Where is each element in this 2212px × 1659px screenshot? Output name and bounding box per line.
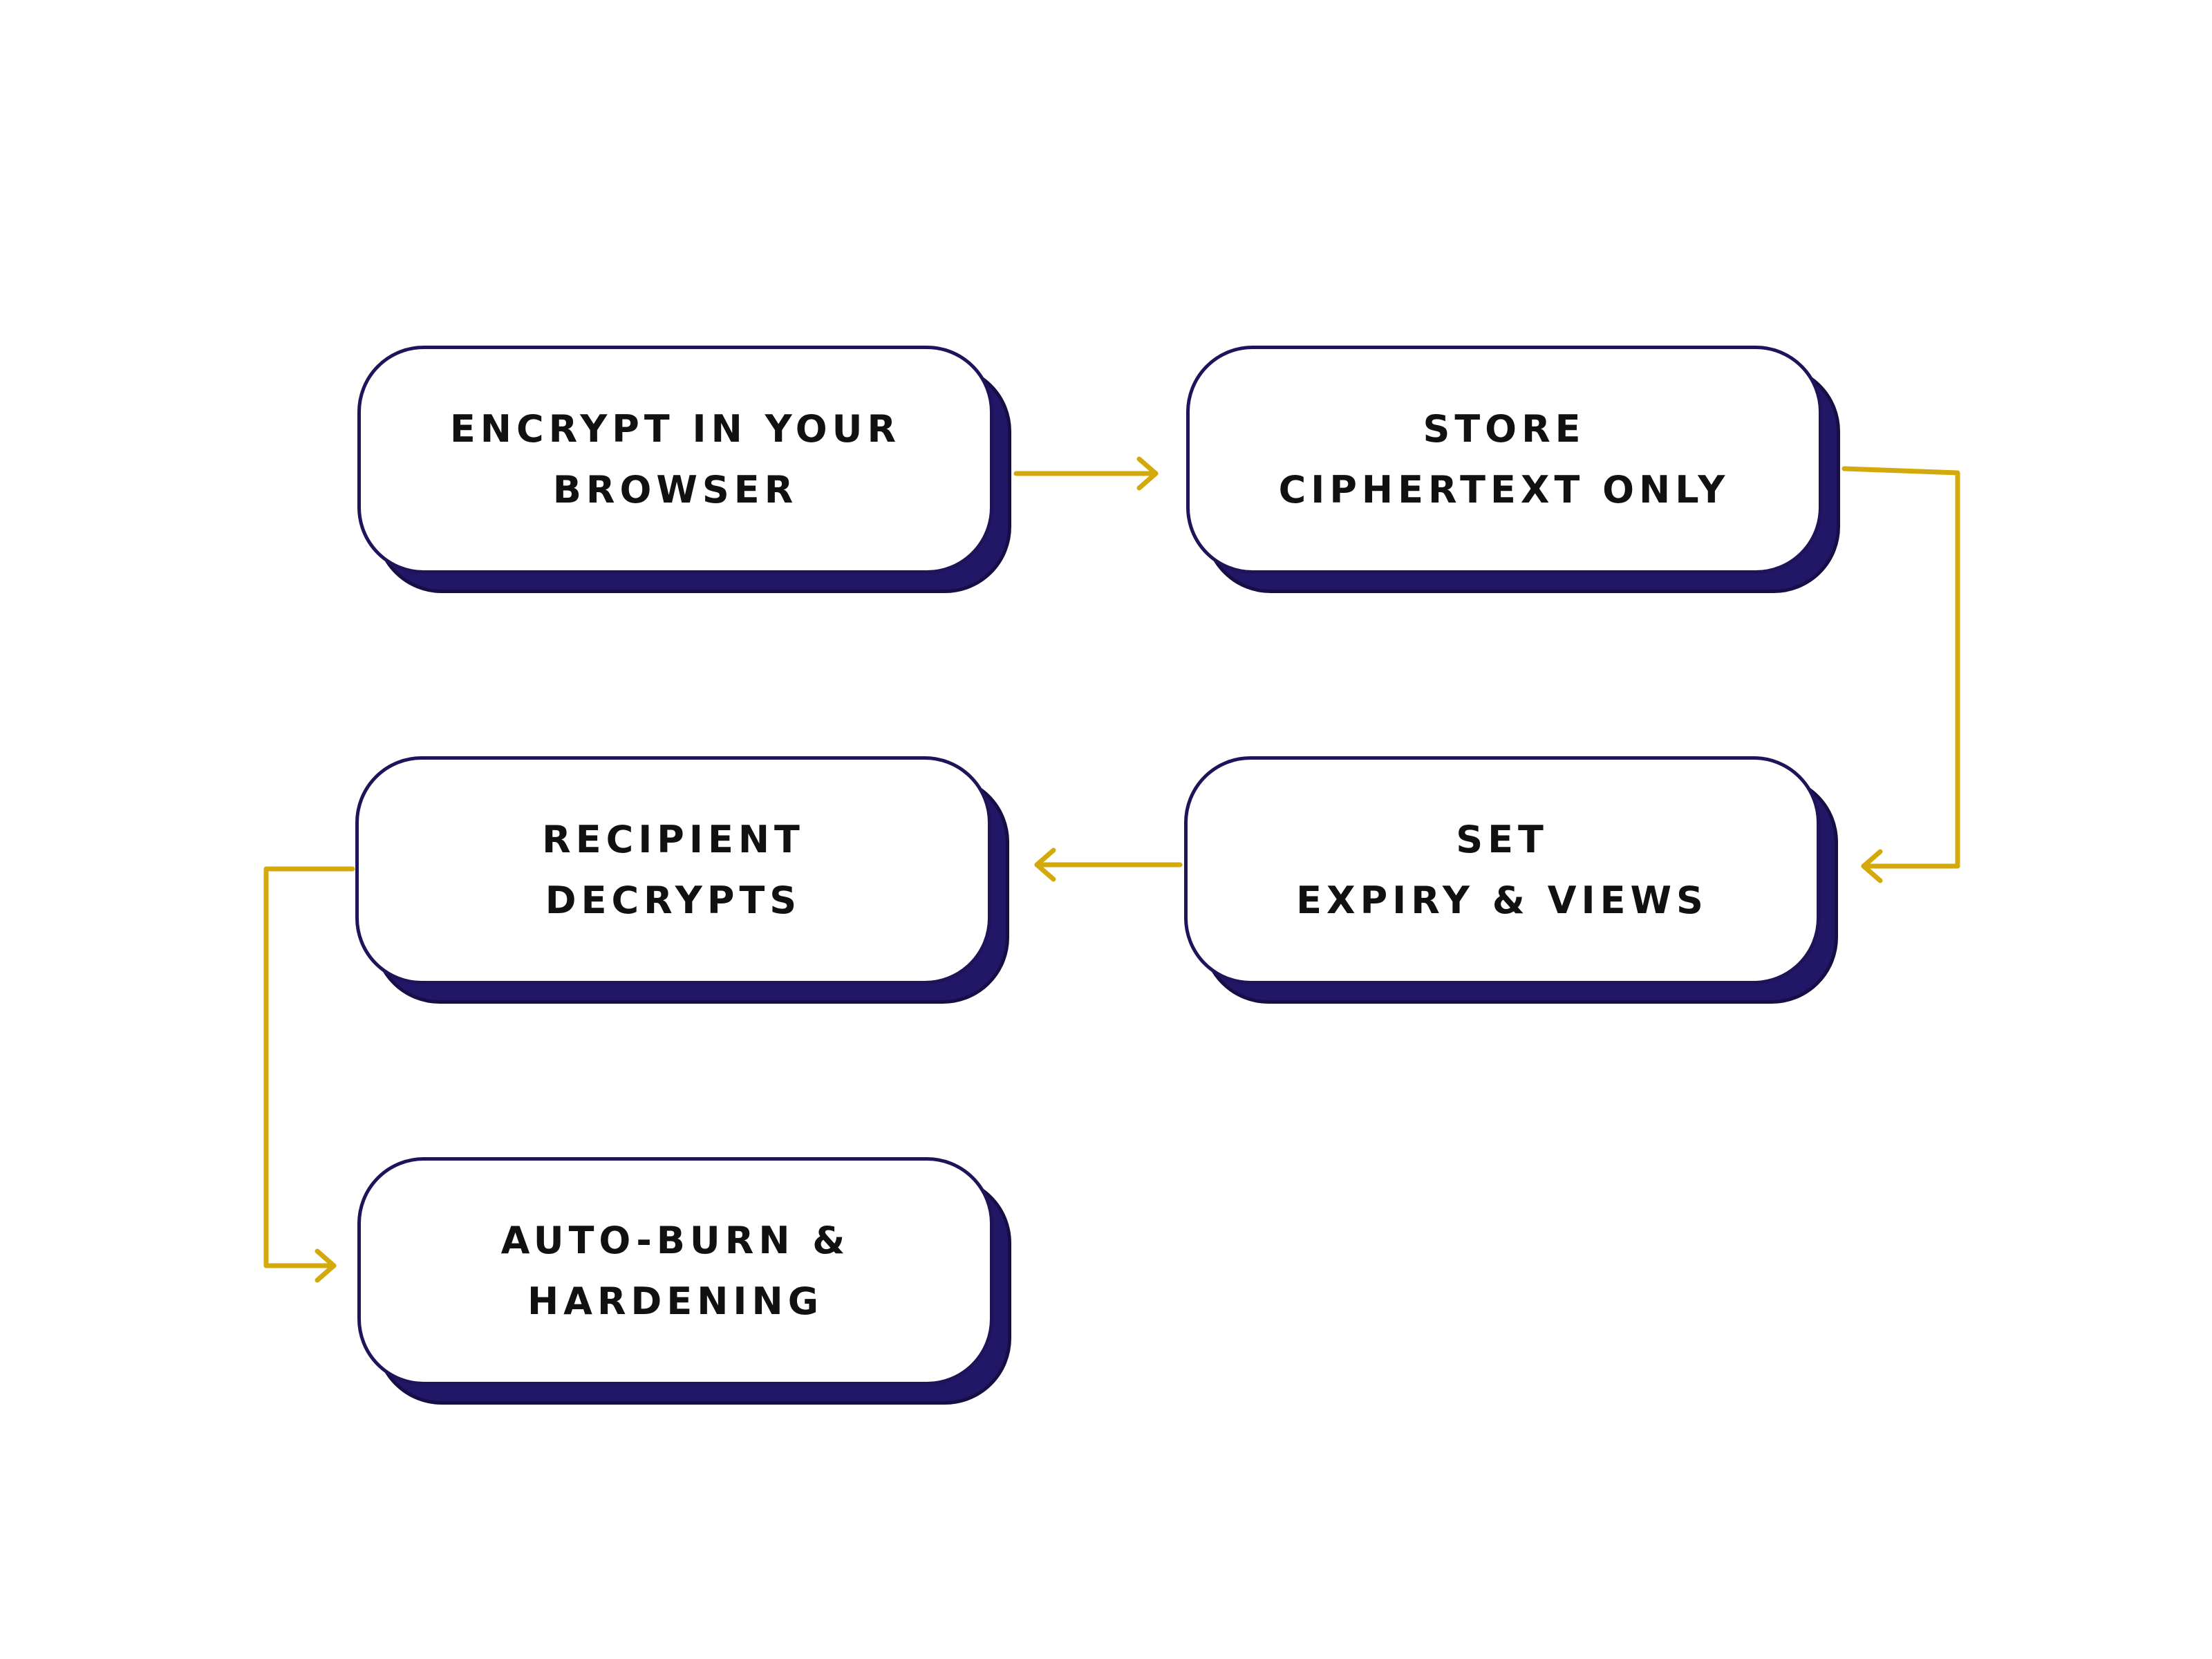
- step-box: AUTO-BURN & HARDENING: [357, 1157, 993, 1385]
- step-label-line: DECRYPTS: [545, 879, 802, 922]
- step-burn: AUTO-BURN & HARDENING: [357, 1157, 1011, 1405]
- arrow-decrypt-to-burn: [263, 866, 355, 1283]
- arrowhead-icon: [1136, 456, 1159, 491]
- step-label-line: AUTO-BURN &: [500, 1219, 850, 1262]
- arrow-store-to-expiry: [1841, 466, 1960, 883]
- step-store: STORE CIPHERTEXT ONLY: [1186, 346, 1840, 593]
- step-encrypt: ENCRYPT IN YOUR BROWSER: [357, 346, 1011, 593]
- step-box: RECIPIENT DECRYPTS: [355, 756, 991, 984]
- step-label-line: EXPIRY & VIEWS: [1296, 879, 1708, 922]
- arrowhead-icon: [1034, 847, 1056, 882]
- step-box: SET EXPIRY & VIEWS: [1184, 756, 1820, 984]
- step-label-line: CIPHERTEXT ONLY: [1278, 468, 1730, 512]
- step-label-line: STORE: [1423, 407, 1586, 451]
- arrowhead-icon: [1861, 849, 1883, 883]
- step-label-line: BROWSER: [552, 468, 798, 512]
- arrow-expiry-to-decrypt: [1034, 847, 1183, 882]
- arrowhead-icon: [315, 1248, 337, 1283]
- step-box: STORE CIPHERTEXT ONLY: [1186, 346, 1822, 574]
- step-label-line: ENCRYPT IN YOUR: [449, 407, 901, 451]
- step-decrypt: RECIPIENT DECRYPTS: [355, 756, 1009, 1004]
- step-label-line: HARDENING: [527, 1280, 824, 1323]
- step-box: ENCRYPT IN YOUR BROWSER: [357, 346, 993, 574]
- step-label-line: SET: [1456, 818, 1548, 861]
- arrow-encrypt-to-store: [1013, 456, 1159, 491]
- step-expiry: SET EXPIRY & VIEWS: [1184, 756, 1838, 1004]
- step-label-line: RECIPIENT: [542, 818, 805, 861]
